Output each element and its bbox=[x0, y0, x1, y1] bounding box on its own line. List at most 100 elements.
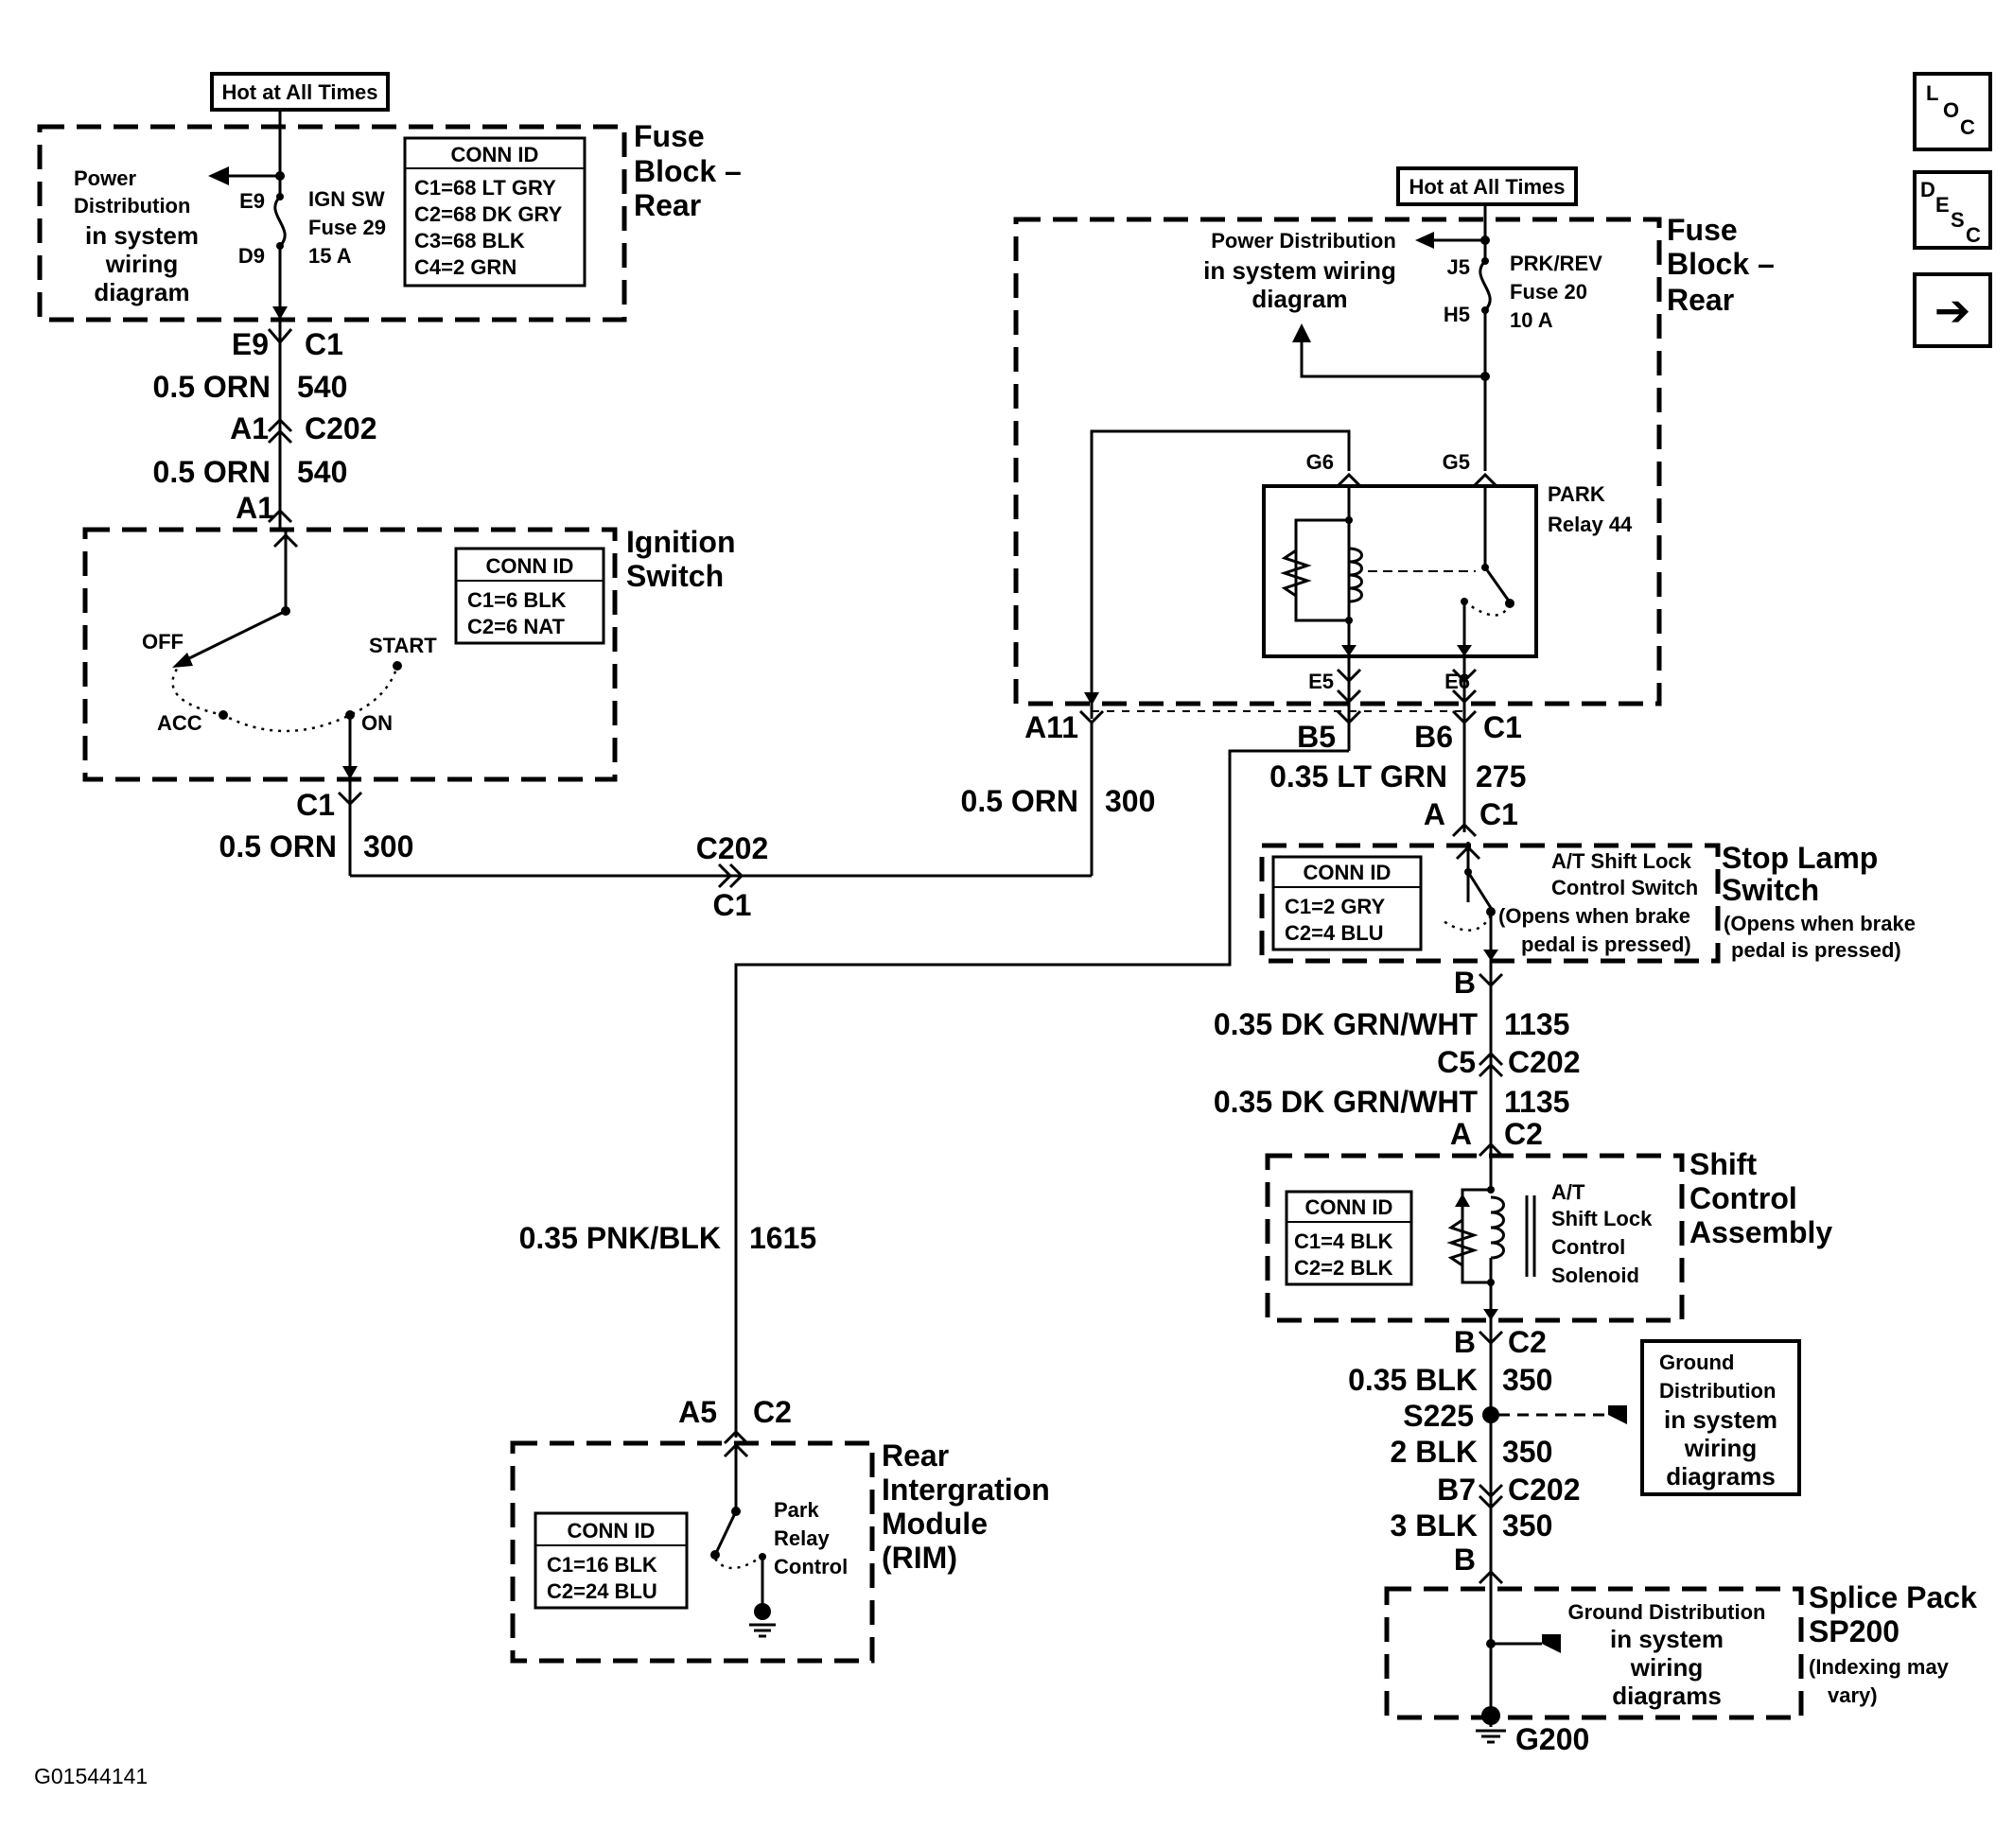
terminal-arrow-icon bbox=[272, 306, 288, 320]
svg-text:S: S bbox=[1951, 208, 1965, 232]
svg-text:0.5 ORN: 0.5 ORN bbox=[219, 829, 337, 863]
svg-text:Control: Control bbox=[1551, 1235, 1625, 1259]
svg-text:3 BLK: 3 BLK bbox=[1391, 1508, 1478, 1543]
svg-text:Ground: Ground bbox=[1659, 1351, 1734, 1374]
svg-text:Switch: Switch bbox=[1722, 873, 1819, 907]
ground-distribution-splice: Ground Distribution in system wiring dia… bbox=[1568, 1600, 1766, 1710]
diode-icon bbox=[1455, 1194, 1470, 1207]
svg-text:C2=68 DK GRY: C2=68 DK GRY bbox=[414, 202, 563, 226]
svg-text:D9: D9 bbox=[238, 244, 265, 268]
svg-text:G5: G5 bbox=[1443, 450, 1470, 474]
svg-text:L: L bbox=[1926, 81, 1938, 105]
svg-text:C1=68 LT GRY: C1=68 LT GRY bbox=[414, 176, 556, 200]
svg-text:Park: Park bbox=[774, 1498, 819, 1522]
svg-text:0.35 DK GRN/WHT: 0.35 DK GRN/WHT bbox=[1214, 1085, 1479, 1119]
svg-text:Fuse: Fuse bbox=[1667, 213, 1738, 247]
svg-text:C1: C1 bbox=[1479, 797, 1518, 831]
svg-text:CONN ID: CONN ID bbox=[486, 554, 574, 578]
svg-text:C2=6 NAT: C2=6 NAT bbox=[467, 615, 565, 638]
desc-button[interactable]: D E S C bbox=[1913, 170, 1992, 250]
svg-text:C1=4 BLK: C1=4 BLK bbox=[1294, 1229, 1393, 1253]
svg-text:Control: Control bbox=[1689, 1181, 1797, 1215]
svg-text:Intergration: Intergration bbox=[882, 1473, 1050, 1507]
arrow-up-icon bbox=[1292, 323, 1311, 342]
svg-text:Shift Lock: Shift Lock bbox=[1551, 1207, 1653, 1230]
svg-text:wiring: wiring bbox=[1684, 1434, 1758, 1462]
svg-text:Power Distribution: Power Distribution bbox=[1211, 229, 1396, 253]
hot-label-left: Hot at All Times bbox=[221, 80, 377, 104]
relay-labels: G6 G5 PARK Relay 44 E5 E6 bbox=[1306, 450, 1633, 693]
svg-text:G6: G6 bbox=[1306, 450, 1334, 474]
svg-text:Block –: Block – bbox=[634, 154, 742, 188]
svg-text:Ignition: Ignition bbox=[626, 525, 736, 559]
svg-text:diagram: diagram bbox=[1252, 285, 1347, 313]
svg-text:wiring: wiring bbox=[1630, 1653, 1704, 1682]
figure-id: G01544141 bbox=[34, 1764, 148, 1788]
fuse-block-rear-left-title: Fuse Block – Rear bbox=[634, 119, 742, 222]
svg-text:A1: A1 bbox=[230, 411, 269, 445]
loc-button[interactable]: L O C bbox=[1913, 72, 1992, 151]
svg-text:PARK: PARK bbox=[1548, 482, 1605, 506]
svg-text:Distribution: Distribution bbox=[1659, 1379, 1776, 1403]
ground-wire-labels: B C2 0.35 BLK 350 S225 2 BLK 350 B7 C202… bbox=[1348, 1325, 1580, 1577]
left-wire-labels: E9 C1 0.5 ORN 540 A1 C202 0.5 ORN 540 A1 bbox=[153, 327, 377, 525]
arrow-left-icon-right bbox=[1415, 232, 1434, 249]
connector-a1-icon bbox=[267, 508, 293, 524]
arrow-left-icon bbox=[208, 166, 229, 185]
svg-text:Ground Distribution: Ground Distribution bbox=[1568, 1600, 1766, 1624]
fuse-29-labels: E9 D9 IGN SW Fuse 29 15 A bbox=[238, 187, 386, 268]
stop-lamp-conn-id: CONN ID C1=2 GRY C2=4 BLU bbox=[1271, 855, 1423, 951]
stop-lamp-title: Stop Lamp Switch (Opens when brake pedal… bbox=[1722, 841, 1916, 962]
svg-text:E: E bbox=[1935, 193, 1950, 217]
svg-text:C1=6 BLK: C1=6 BLK bbox=[467, 588, 567, 612]
svg-text:PRK/REV: PRK/REV bbox=[1510, 252, 1602, 275]
svg-text:Fuse: Fuse bbox=[634, 119, 705, 153]
svg-text:540: 540 bbox=[297, 370, 347, 404]
svg-text:Rear: Rear bbox=[634, 188, 701, 222]
svg-text:Fuse 29: Fuse 29 bbox=[308, 216, 386, 239]
svg-text:CONN ID: CONN ID bbox=[1305, 1195, 1393, 1219]
svg-text:B5: B5 bbox=[1297, 720, 1336, 754]
svg-text:S225: S225 bbox=[1403, 1399, 1474, 1433]
ignition-switch-title: Ignition Switch bbox=[626, 525, 736, 593]
svg-text:Control: Control bbox=[774, 1555, 848, 1578]
svg-text:0.5 ORN: 0.5 ORN bbox=[153, 455, 271, 489]
svg-text:B7: B7 bbox=[1437, 1473, 1476, 1507]
svg-text:350: 350 bbox=[1502, 1363, 1552, 1397]
svg-text:C2: C2 bbox=[753, 1395, 792, 1429]
svg-text:0.35 BLK: 0.35 BLK bbox=[1348, 1363, 1478, 1397]
svg-text:C1: C1 bbox=[305, 327, 343, 361]
stop-lamp-internal-labels: A/T Shift Lock Control Switch (Opens whe… bbox=[1498, 849, 1698, 956]
solenoid-resistor-icon bbox=[1446, 1218, 1479, 1267]
hot-at-all-times-left: Hot at All Times bbox=[210, 72, 390, 112]
svg-text:O: O bbox=[1943, 98, 1959, 122]
svg-text:START: START bbox=[369, 634, 437, 657]
connector-c202-horizontal-icon bbox=[717, 863, 744, 889]
svg-text:0.35 PNK/BLK: 0.35 PNK/BLK bbox=[519, 1221, 721, 1255]
svg-text:in system: in system bbox=[1610, 1625, 1724, 1653]
svg-text:(Indexing may: (Indexing may bbox=[1809, 1655, 1950, 1679]
svg-text:0.35 LT GRN: 0.35 LT GRN bbox=[1269, 759, 1447, 793]
svg-text:B: B bbox=[1454, 1325, 1476, 1359]
power-distribution-right: Power Distribution in system wiring diag… bbox=[1203, 229, 1396, 313]
next-button[interactable]: ➔ bbox=[1913, 272, 1992, 348]
svg-text:C202: C202 bbox=[696, 831, 769, 865]
svg-text:300: 300 bbox=[363, 829, 413, 863]
svg-text:350: 350 bbox=[1502, 1508, 1552, 1543]
svg-text:OFF: OFF bbox=[142, 630, 184, 654]
svg-text:B: B bbox=[1454, 1543, 1476, 1577]
svg-text:Stop Lamp: Stop Lamp bbox=[1722, 841, 1878, 875]
svg-text:C2=2 BLK: C2=2 BLK bbox=[1294, 1256, 1393, 1280]
svg-text:C2=24 BLU: C2=24 BLU bbox=[547, 1579, 657, 1603]
svg-text:in system: in system bbox=[1664, 1405, 1777, 1434]
power-distribution-left: Power Distribution in system wiring diag… bbox=[74, 166, 199, 306]
svg-text:Switch: Switch bbox=[626, 559, 724, 593]
svg-text:A5: A5 bbox=[678, 1395, 717, 1429]
svg-text:C1=16 BLK: C1=16 BLK bbox=[547, 1553, 657, 1577]
splice-pack-title: Splice Pack SP200 (Indexing may vary) bbox=[1809, 1580, 1977, 1707]
svg-text:Rear: Rear bbox=[1667, 283, 1734, 317]
rim-conn-id: CONN ID C1=16 BLK C2=24 BLU bbox=[534, 1511, 689, 1610]
svg-text:C1=2 GRY: C1=2 GRY bbox=[1285, 895, 1386, 918]
svg-text:Module: Module bbox=[882, 1507, 988, 1541]
svg-text:pedal is pressed): pedal is pressed) bbox=[1731, 938, 1901, 962]
